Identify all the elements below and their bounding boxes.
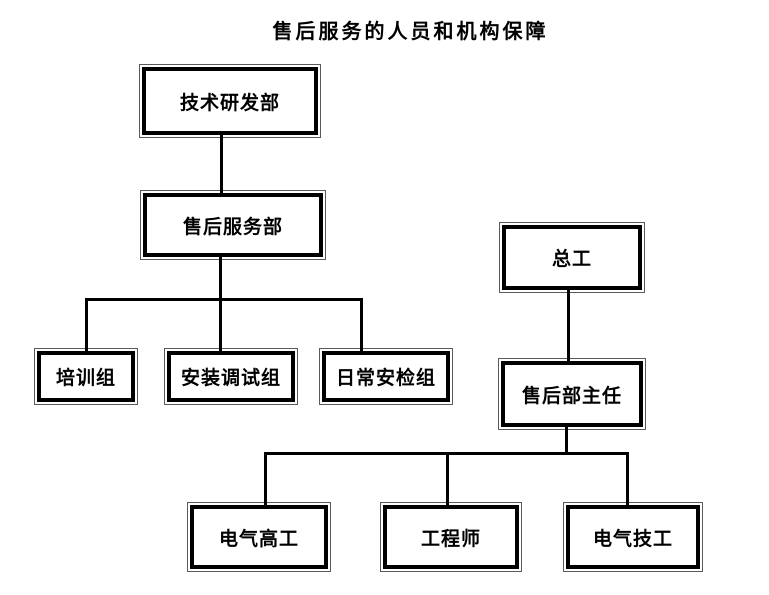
org-node-training-group: 培训组 xyxy=(37,351,135,402)
connector-aftersales-drop xyxy=(219,257,222,351)
org-node-label: 电气高工 xyxy=(218,528,299,550)
org-node-electrical-technician: 电气技工 xyxy=(566,505,700,569)
connector-drop-training xyxy=(85,298,88,351)
org-node-engineer: 工程师 xyxy=(383,505,519,569)
org-node-label: 总工 xyxy=(551,249,592,270)
connector-drop-electrician xyxy=(626,452,629,505)
org-node-after-sales-dept: 售后服务部 xyxy=(143,193,323,257)
org-node-label: 售后部主任 xyxy=(521,385,622,407)
org-node-tech-rd: 技术研发部 xyxy=(142,67,318,135)
org-node-label: 电气技工 xyxy=(592,528,673,550)
org-node-label: 日常安检组 xyxy=(335,368,436,389)
org-node-label: 培训组 xyxy=(55,368,116,389)
connector-chief-to-director xyxy=(567,290,570,361)
diagram-title: 售后服务的人员和机构保障 xyxy=(272,21,549,43)
org-node-install-debug-group: 安装调试组 xyxy=(167,351,295,402)
org-node-after-sales-director: 售后部主任 xyxy=(501,361,643,427)
connector-drop-daily-inspection xyxy=(360,298,363,351)
connector-drop-engineer xyxy=(446,452,449,505)
connector-techrd-to-aftersales xyxy=(220,135,223,193)
org-node-label: 安装调试组 xyxy=(180,368,281,389)
connector-left-crossbar xyxy=(85,298,363,301)
org-node-senior-electrical-engineer: 电气高工 xyxy=(190,505,328,569)
org-node-chief-engineer: 总工 xyxy=(502,225,642,290)
org-node-daily-inspection-group: 日常安检组 xyxy=(322,351,450,402)
org-node-label: 售后服务部 xyxy=(182,216,283,238)
org-node-label: 工程师 xyxy=(420,528,481,550)
connector-drop-senior-ee xyxy=(264,452,267,505)
org-node-label: 技术研发部 xyxy=(179,92,280,114)
connector-director-drop xyxy=(565,427,568,452)
